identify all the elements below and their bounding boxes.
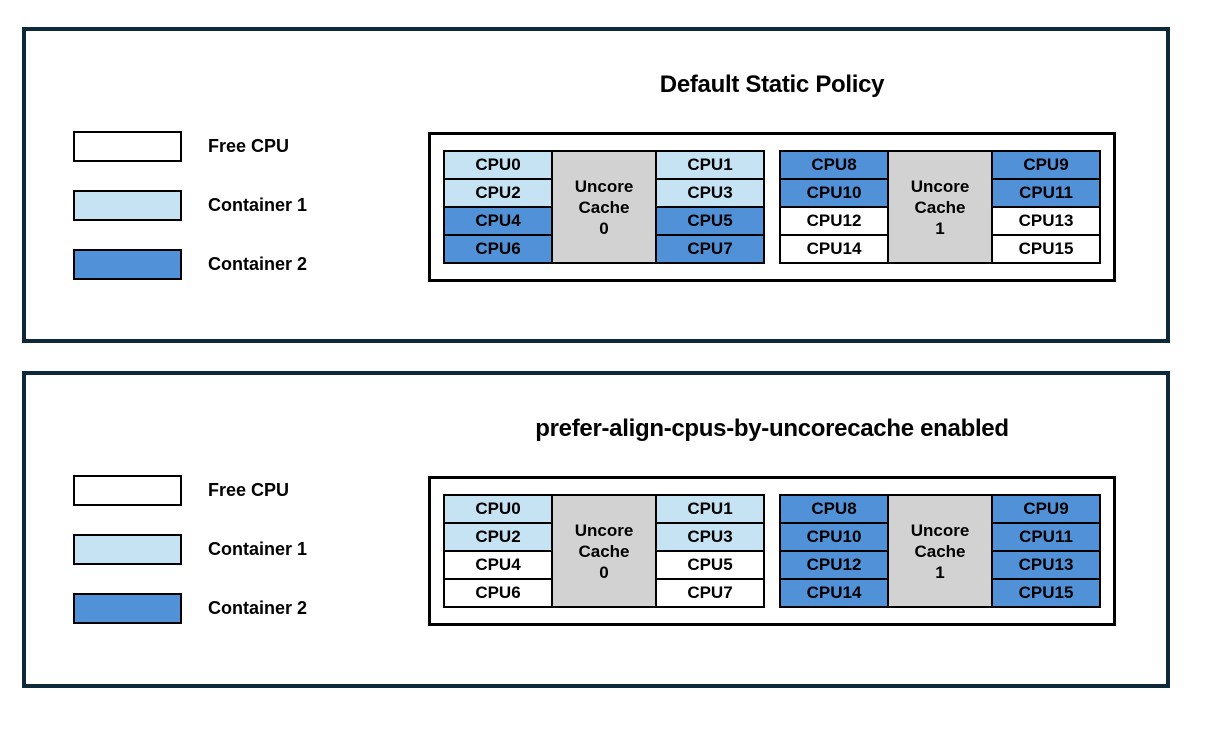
cpu-cell: CPU1 [655, 494, 765, 524]
cache-label-line: Uncore [910, 520, 970, 540]
legend-row-container-1: Container 1 [73, 190, 307, 221]
cpu-cell: CPU15 [991, 578, 1101, 608]
legend-row-free-cpu: Free CPU [73, 131, 307, 162]
cpu-cell: CPU2 [443, 178, 553, 208]
uncore-cache-0-box: Uncore Cache 0 [551, 494, 657, 608]
cpu-cell: CPU15 [991, 234, 1101, 264]
cpu-column: CPU0 CPU2 CPU4 CPU6 [443, 494, 553, 608]
cpu-cell: CPU12 [779, 206, 889, 236]
cpu-column: CPU9 CPU11 CPU13 CPU15 [991, 150, 1101, 264]
cpu-cell: CPU7 [655, 234, 765, 264]
cache-label-line: Cache [914, 541, 966, 561]
cache-label-line: Uncore [574, 520, 634, 540]
cpu-cell: CPU11 [991, 178, 1101, 208]
cpu-cell: CPU13 [991, 550, 1101, 580]
legend-row-free-cpu: Free CPU [73, 475, 307, 506]
cpu-cell: CPU1 [655, 150, 765, 180]
legend-swatch-container-1 [73, 534, 182, 565]
legend-swatch-container-2 [73, 593, 182, 624]
legend-label: Container 2 [208, 254, 308, 274]
cpu-cell: CPU14 [779, 234, 889, 264]
cache-label-line: Uncore [910, 176, 970, 196]
cpu-cell: CPU12 [779, 550, 889, 580]
cache-label-line: Uncore [574, 176, 634, 196]
cpu-cell: CPU0 [443, 494, 553, 524]
cache-label-line: 0 [599, 218, 609, 238]
cpu-cell: CPU7 [655, 578, 765, 608]
cache-label-line: 1 [935, 562, 945, 582]
cpu-column: CPU1 CPU3 CPU5 CPU7 [655, 494, 765, 608]
uncore-cache-1-box: Uncore Cache 1 [887, 494, 993, 608]
cpu-cell: CPU14 [779, 578, 889, 608]
legend-swatch-container-1 [73, 190, 182, 221]
cpu-column: CPU1 CPU3 CPU5 CPU7 [655, 150, 765, 264]
panel-default-static-policy: Default Static Policy Free CPU Container… [22, 27, 1170, 343]
cache-label-line: 1 [935, 218, 945, 238]
uncore-cache-1-box: Uncore Cache 1 [887, 150, 993, 264]
cpu-cell: CPU4 [443, 550, 553, 580]
uncore-cache-1-group: CPU8 CPU10 CPU12 CPU14 Uncore Cache 1 CP… [779, 494, 1101, 608]
cpu-topology-diagram: CPU0 CPU2 CPU4 CPU6 Uncore Cache 0 CPU1 … [428, 476, 1116, 626]
cpu-cell: CPU9 [991, 150, 1101, 180]
legend-swatch-free-cpu [73, 131, 182, 162]
cpu-column: CPU9 CPU11 CPU13 CPU15 [991, 494, 1101, 608]
cpu-topology-diagram: CPU0 CPU2 CPU4 CPU6 Uncore Cache 0 CPU1 … [428, 132, 1116, 282]
panel-prefer-align-uncorecache: prefer-align-cpus-by-uncorecache enabled… [22, 371, 1170, 688]
cpu-cell: CPU4 [443, 206, 553, 236]
cpu-cell: CPU5 [655, 206, 765, 236]
cpu-cell: CPU10 [779, 178, 889, 208]
legend-swatch-free-cpu [73, 475, 182, 506]
cpu-cell: CPU6 [443, 234, 553, 264]
cpu-cell: CPU2 [443, 522, 553, 552]
uncore-cache-0-group: CPU0 CPU2 CPU4 CPU6 Uncore Cache 0 CPU1 … [443, 150, 765, 264]
panel-title: Default Static Policy [659, 71, 885, 98]
cpu-cell: CPU9 [991, 494, 1101, 524]
cpu-cell: CPU5 [655, 550, 765, 580]
cache-label-line: Cache [578, 541, 630, 561]
legend-label: Container 1 [208, 195, 308, 215]
legend-row-container-2: Container 2 [73, 593, 307, 624]
legend-label: Container 1 [208, 539, 308, 559]
cpu-cell: CPU8 [779, 150, 889, 180]
legend-label: Free CPU [208, 480, 290, 500]
uncore-cache-0-box: Uncore Cache 0 [551, 150, 657, 264]
cache-label-line: Cache [914, 197, 966, 217]
cpu-cell: CPU8 [779, 494, 889, 524]
cache-label-line: 0 [599, 562, 609, 582]
legend: Free CPU Container 1 Container 2 [73, 475, 307, 624]
legend-swatch-container-2 [73, 249, 182, 280]
legend-label: Container 2 [208, 598, 308, 618]
cpu-cell: CPU0 [443, 150, 553, 180]
panel-title: prefer-align-cpus-by-uncorecache enabled [535, 415, 1009, 442]
legend: Free CPU Container 1 Container 2 [73, 131, 307, 280]
cache-label-line: Cache [578, 197, 630, 217]
uncore-cache-1-group: CPU8 CPU10 CPU12 CPU14 Uncore Cache 1 CP… [779, 150, 1101, 264]
cpu-cell: CPU3 [655, 178, 765, 208]
uncore-cache-0-group: CPU0 CPU2 CPU4 CPU6 Uncore Cache 0 CPU1 … [443, 494, 765, 608]
cpu-cell: CPU6 [443, 578, 553, 608]
cpu-column: CPU0 CPU2 CPU4 CPU6 [443, 150, 553, 264]
legend-row-container-2: Container 2 [73, 249, 307, 280]
legend-row-container-1: Container 1 [73, 534, 307, 565]
legend-label: Free CPU [208, 136, 290, 156]
cpu-column: CPU8 CPU10 CPU12 CPU14 [779, 494, 889, 608]
cpu-column: CPU8 CPU10 CPU12 CPU14 [779, 150, 889, 264]
cpu-cell: CPU3 [655, 522, 765, 552]
cpu-cell: CPU11 [991, 522, 1101, 552]
cpu-cell: CPU10 [779, 522, 889, 552]
cpu-cell: CPU13 [991, 206, 1101, 236]
